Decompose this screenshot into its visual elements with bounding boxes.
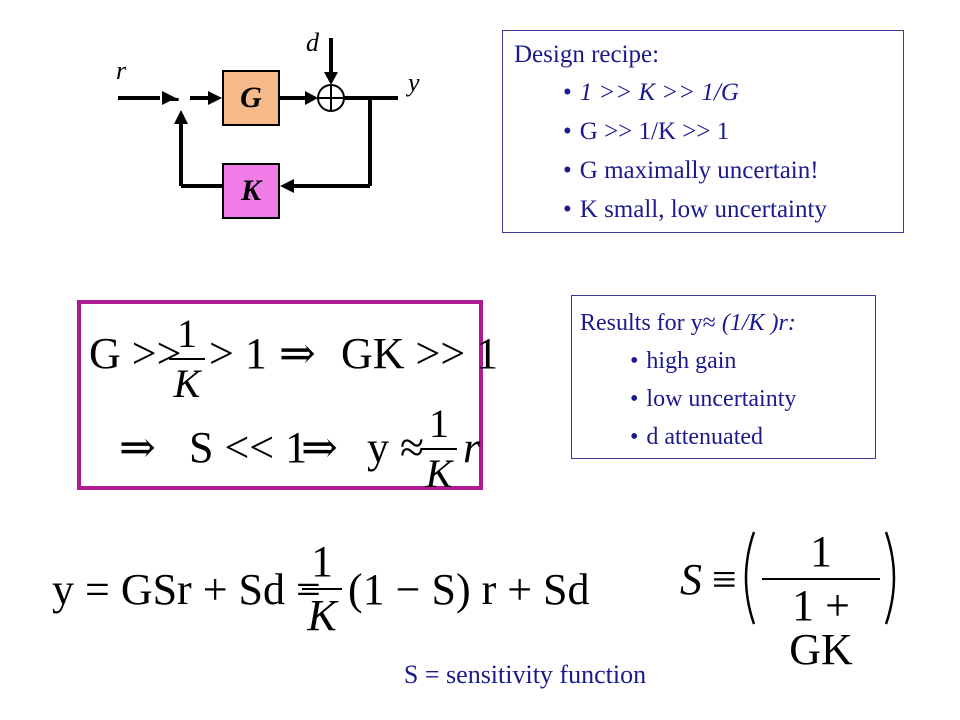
implies-symbol: ⇒	[301, 423, 338, 472]
s-definition-left: S	[680, 555, 702, 604]
eq-line1-frac-den: K	[173, 361, 201, 406]
controller-block-k: K	[222, 163, 280, 219]
output-label-y: y	[408, 68, 420, 97]
eq-line1-result: GK >> 1	[341, 329, 499, 378]
s-def-num: 1	[810, 527, 832, 576]
eq-line1-right: > 1	[209, 329, 267, 378]
results-item: •d attenuated	[630, 424, 764, 450]
implication-equation-box: G >> 1 K > 1 ⇒ GK >> 1 ⇒ S << 1 ⇒ y ≈ 1 …	[77, 300, 498, 494]
design-recipe-box: Design recipe: •1 >> K >> 1/G •G >> 1/K …	[502, 30, 904, 233]
main-frac-den: K	[307, 591, 337, 640]
disturbance-arrowhead	[324, 72, 338, 85]
eq-line1-left: G >>	[89, 329, 182, 378]
results-box: Results for y≈ (1/K )r: •high gain •low …	[571, 295, 876, 459]
main-equation-fraction: 1 K	[302, 540, 342, 638]
results-item-text: high gain	[646, 348, 737, 374]
recipe-item: •1 >> K >> 1/G	[563, 79, 739, 106]
s-definition-fraction: 1 1 + GK	[762, 530, 880, 672]
recipe-title: Design recipe:	[514, 41, 660, 68]
eq-line2-fraction: 1 K	[421, 404, 457, 494]
s-definition-symbol: ≡	[712, 555, 737, 604]
s-def-den: 1 + GK	[789, 581, 853, 674]
eq-line2-y: y ≈	[367, 423, 425, 472]
recipe-item: •G >> 1/K >> 1	[563, 118, 730, 145]
results-item-text: d attenuated	[646, 424, 764, 450]
feedback-arrowhead	[174, 110, 188, 124]
plus-arrowhead	[305, 91, 318, 105]
input-arrowhead	[162, 91, 176, 105]
main-equation-right: (1 − S) r + Sd	[348, 565, 590, 614]
results-item: •high gain	[630, 348, 737, 374]
eq-line2-frac-den: K	[425, 451, 453, 496]
main-equation-left: y = GSr + Sd =	[52, 565, 321, 614]
eq-line1-frac-num: 1	[177, 311, 197, 356]
results-item: •low uncertainty	[630, 386, 797, 412]
results-title-suffix: (1/K )r:	[715, 310, 796, 336]
eq-line2-r: r	[463, 423, 481, 472]
results-item-text: low uncertainty	[646, 386, 797, 412]
s-definition-parens	[744, 531, 896, 625]
implies-symbol: ⇒	[119, 423, 156, 472]
input-label-r: r	[116, 56, 127, 85]
main-frac-num: 1	[311, 537, 333, 586]
recipe-item-text: 1 >> K >> 1/G	[579, 79, 739, 106]
recipe-item: •K small, low uncertainty	[563, 196, 827, 223]
plant-block-g: G	[222, 70, 280, 126]
recipe-item-text: G maximally uncertain!	[579, 157, 819, 184]
g-arrowhead	[208, 91, 222, 105]
eq-line1-fraction: 1 K	[169, 314, 205, 404]
results-title: Results for y≈ (1/K )r:	[580, 310, 796, 337]
eq-line2-frac-num: 1	[429, 401, 449, 446]
results-title-prefix: Results for y	[580, 310, 703, 336]
implies-symbol: ⇒	[279, 329, 316, 378]
recipe-item-text: K small, low uncertainty	[579, 196, 827, 223]
disturbance-label-d: d	[306, 28, 319, 57]
k-arrowhead	[280, 179, 294, 193]
recipe-item: •G maximally uncertain!	[563, 157, 819, 184]
sensitivity-caption: S = sensitivity function	[403, 660, 647, 689]
recipe-item-text: G >> 1/K >> 1	[579, 118, 730, 145]
eq-line2-s: S << 1	[189, 423, 308, 472]
minus-sign: -	[168, 76, 180, 116]
results-title-approx: ≈	[702, 310, 716, 336]
